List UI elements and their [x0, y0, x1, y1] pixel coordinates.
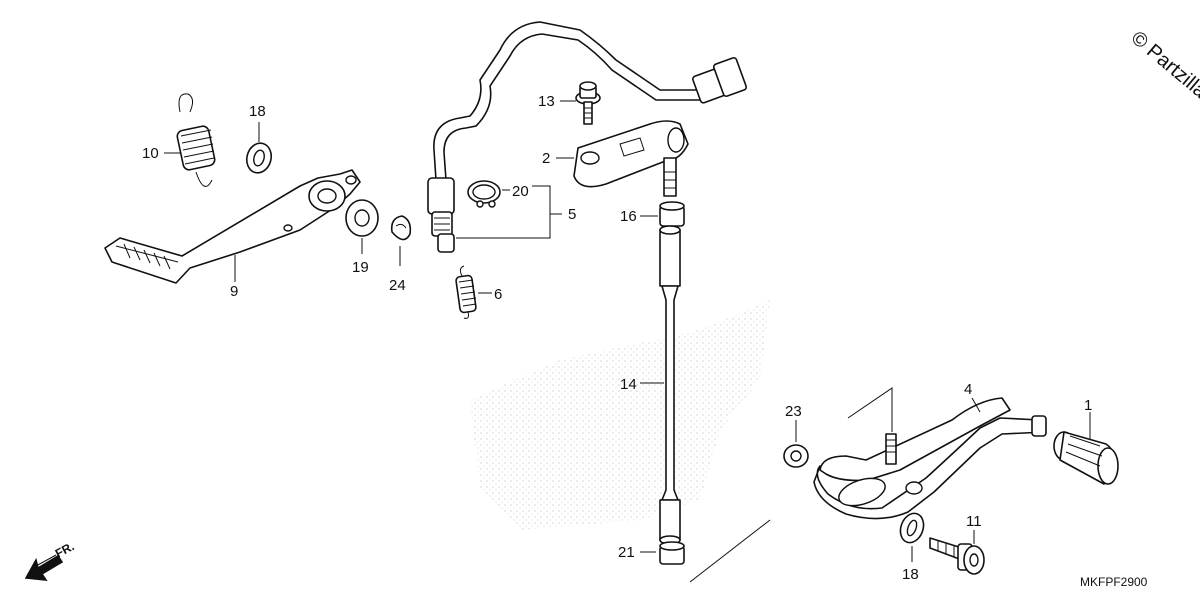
stud-pedal [885, 433, 897, 465]
spring-part-6 [455, 265, 477, 319]
washer-part-18-top [245, 142, 273, 174]
nut-part-16 [659, 201, 685, 227]
callout-11: 11 [966, 513, 982, 530]
stop-switch-harness-part-5 [427, 21, 748, 253]
callout-4: 4 [964, 381, 972, 398]
callout-2: 2 [542, 150, 550, 167]
spring-part-10 [176, 93, 216, 187]
callout-13: 13 [538, 93, 555, 110]
callout-9: 9 [230, 283, 238, 300]
callout-10: 10 [142, 145, 159, 162]
washer-part-23 [783, 444, 809, 468]
front-direction-arrow [24, 554, 64, 581]
watermark: © Partzilla [1127, 27, 1200, 103]
washer-part-18-bottom [899, 512, 925, 544]
diagram-code: MKFPF2900 [1080, 575, 1148, 589]
callout-18-top: 18 [249, 103, 266, 120]
callout-21: 21 [618, 544, 635, 561]
clip-part-24 [390, 215, 412, 241]
callout-1: 1 [1084, 397, 1092, 414]
brake-pedal-part-9 [104, 169, 361, 284]
callout-16: 16 [620, 208, 637, 225]
guide-line [689, 519, 771, 583]
callout-6: 6 [494, 286, 502, 303]
callout-20: 20 [512, 183, 529, 200]
callout-18-bottom: 18 [902, 566, 919, 583]
callout-24: 24 [389, 277, 406, 294]
stipple-background [470, 300, 770, 530]
pivot-bolt-part-11 [929, 537, 985, 575]
pedal-rubber-part-1 [1053, 431, 1119, 485]
callout-19: 19 [352, 259, 369, 276]
callout-14: 14 [620, 376, 637, 393]
shift-arm-part-2 [573, 120, 689, 197]
bolt-part-13 [575, 81, 601, 125]
shift-rod-part-14 [659, 225, 681, 545]
callout-5: 5 [568, 206, 576, 223]
circlip-part-20 [467, 180, 501, 208]
nut-part-21 [659, 541, 685, 565]
washer-part-19 [345, 199, 379, 237]
callout-23: 23 [785, 403, 802, 420]
shift-pedal-part-4 [813, 397, 1047, 520]
